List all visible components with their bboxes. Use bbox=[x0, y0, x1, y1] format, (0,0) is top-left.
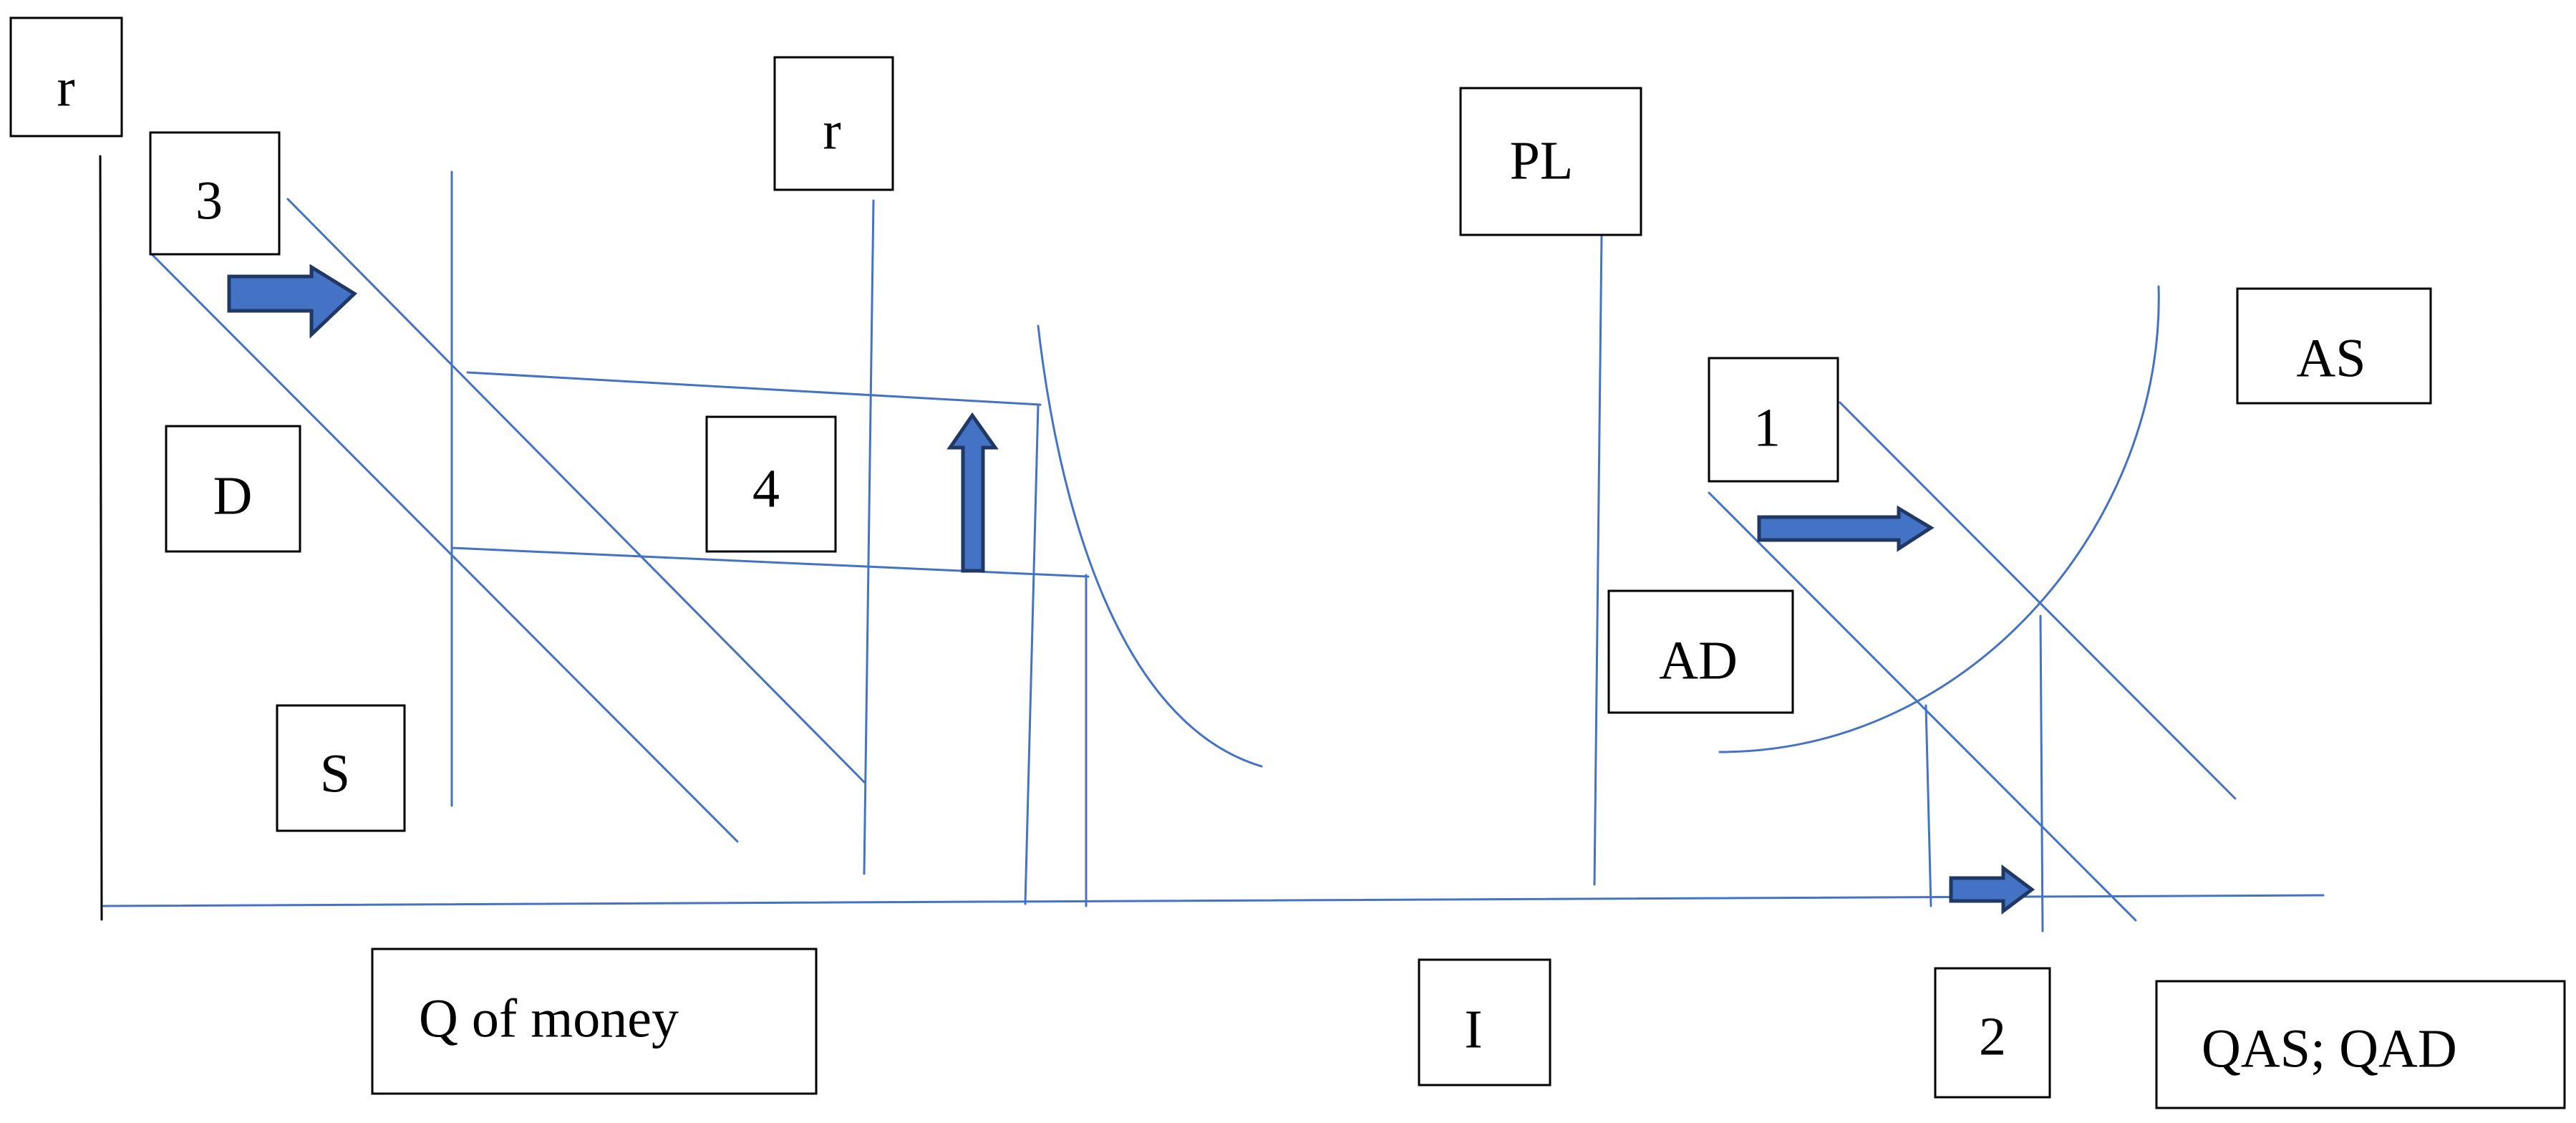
svg-text:2: 2 bbox=[1979, 1006, 2006, 1066]
aggregate-demand-shifted-line bbox=[1839, 401, 2237, 800]
aggregate-supply-curve bbox=[1718, 285, 2160, 753]
output-axis-label: QAS; QAD bbox=[2155, 980, 2566, 1109]
svg-text:AS: AS bbox=[2296, 328, 2366, 388]
aggregate-demand-label: AD bbox=[1607, 589, 1794, 714]
svg-text:r: r bbox=[823, 100, 841, 160]
output-level-drop-shifted bbox=[2039, 614, 2044, 932]
investment-y-axis bbox=[863, 199, 875, 875]
money-quantity-axis-label: Q of money bbox=[371, 948, 818, 1095]
aggregate-demand-original-line bbox=[1708, 491, 2137, 922]
price-level-label: PL bbox=[1459, 87, 1642, 236]
investment-axis-label: I bbox=[1418, 958, 1551, 1086]
price-level-axis bbox=[1593, 235, 1603, 886]
svg-text:r: r bbox=[57, 57, 74, 117]
money-market-y-axis bbox=[99, 155, 103, 921]
right-arrow-money-demand-shift bbox=[227, 264, 358, 339]
step-4-label: 4 bbox=[705, 415, 837, 553]
svg-text:S: S bbox=[320, 743, 350, 804]
output-level-drop-original bbox=[1924, 704, 1932, 907]
svg-text:AD: AD bbox=[1659, 630, 1738, 690]
money-demand-original-line bbox=[150, 253, 739, 843]
svg-text:Q of money: Q of money bbox=[419, 988, 679, 1049]
svg-text:PL: PL bbox=[1510, 130, 1574, 191]
step-3-label: 3 bbox=[149, 131, 281, 256]
step-1-label: 1 bbox=[1708, 357, 1839, 483]
step-2-label: 2 bbox=[1934, 967, 2051, 1099]
money-demand-label: D bbox=[165, 425, 301, 553]
up-arrow-interest-rate-rise bbox=[946, 412, 999, 573]
investment-r-label: r bbox=[773, 56, 894, 191]
svg-text:QAS; QAD: QAS; QAD bbox=[2202, 1018, 2457, 1079]
svg-text:1: 1 bbox=[1753, 397, 1781, 458]
money-demand-shifted-line bbox=[286, 198, 866, 784]
svg-text:4: 4 bbox=[752, 458, 780, 519]
right-arrow-output-increase bbox=[1949, 864, 2035, 915]
right-arrow-aggregate-demand-shift bbox=[1757, 505, 1935, 552]
money-market-r-label: r bbox=[9, 16, 123, 138]
investment-level-drop-high bbox=[1024, 403, 1040, 905]
money-supply-label: S bbox=[276, 704, 406, 832]
investment-demand-curve bbox=[1037, 324, 1263, 768]
svg-text:3: 3 bbox=[195, 170, 223, 231]
interest-rate-high-connector bbox=[466, 371, 1042, 406]
svg-text:I: I bbox=[1464, 999, 1482, 1059]
svg-text:D: D bbox=[213, 466, 253, 526]
aggregate-supply-label: AS bbox=[2236, 287, 2432, 405]
